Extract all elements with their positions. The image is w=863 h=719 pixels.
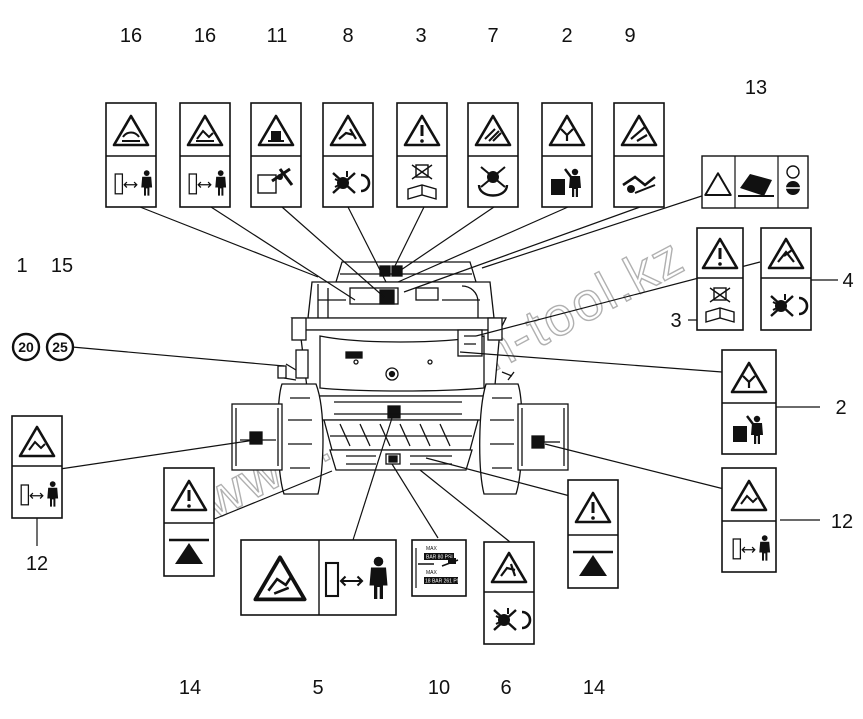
decal-5 — [240, 539, 397, 616]
warning-triangle-icon — [767, 237, 805, 270]
callout-14-left: 14 — [179, 677, 201, 699]
callout-8: 8 — [342, 25, 353, 47]
decal-14-right — [567, 479, 619, 589]
decal-6 — [483, 541, 535, 645]
warning-triangle-icon — [730, 479, 768, 512]
read-manual-icon — [705, 287, 735, 323]
callout-12-left: 12 — [26, 553, 48, 575]
service-point-icon — [783, 165, 803, 195]
callout-14-right: 14 — [583, 677, 605, 699]
callout-16a: 16 — [120, 25, 142, 47]
crush-hazard-icon — [257, 167, 294, 194]
decal10-line2: BAR 80 PSI — [426, 555, 453, 561]
warning-triangle-icon — [257, 114, 295, 147]
decal-7 — [467, 102, 519, 208]
warning-triangle-icon — [18, 425, 56, 458]
decal-12-right — [721, 467, 777, 573]
callout-13: 13 — [745, 77, 767, 99]
warning-triangle-icon — [730, 361, 768, 394]
machine-hazard-icon — [738, 174, 774, 197]
callout-2-right: 2 — [835, 397, 846, 419]
decal-3-right — [696, 227, 744, 331]
decal10-line4: 18 BAR 261 PSI — [425, 579, 461, 585]
warning-triangle-icon — [474, 114, 512, 147]
warning-triangle-icon — [490, 551, 528, 584]
decal-4 — [760, 227, 812, 331]
warning-triangle-icon — [186, 114, 224, 147]
circle-20-text: 20 — [18, 339, 34, 355]
callout-16b: 16 — [194, 25, 216, 47]
decal-2-right — [721, 349, 777, 455]
callout-9: 9 — [624, 25, 635, 47]
circle-label-20: 20 — [11, 332, 41, 362]
callout-10: 10 — [428, 677, 450, 699]
warning-triangle-icon — [253, 555, 307, 602]
callout-11: 11 — [267, 25, 288, 47]
decal-14-left — [163, 467, 215, 577]
callout-6: 6 — [500, 677, 511, 699]
decal-16-b — [179, 102, 231, 208]
circle-label-25: 25 — [45, 332, 75, 362]
machine-rear-view — [231, 261, 569, 495]
decal-10: MAX BAR 80 PSI MAX 18 BAR 261 PSI — [411, 539, 467, 597]
circle-25-text: 25 — [52, 339, 68, 355]
decal-2-top — [541, 102, 593, 208]
warning-triangle-icon — [548, 114, 586, 147]
person-crushing-icon — [733, 415, 763, 444]
callout-3-top: 3 — [415, 25, 426, 47]
callout-1: 1 — [16, 255, 27, 277]
warning-exclamation-icon — [403, 114, 441, 147]
decal10-line3: MAX — [426, 570, 438, 576]
callout-3-right: 3 — [670, 310, 681, 332]
decal10-line1: MAX — [426, 546, 438, 552]
decal-12-left — [11, 415, 63, 519]
callout-numbers: 16 16 11 8 3 7 2 9 13 1 15 4 3 2 12 12 1… — [16, 25, 853, 699]
decal-9 — [613, 102, 665, 208]
support-stand-icon — [169, 538, 209, 564]
warning-exclamation-icon — [574, 491, 612, 524]
entanglement-icon — [622, 175, 656, 194]
warning-triangle-icon — [112, 114, 150, 147]
read-manual-icon — [407, 164, 437, 200]
support-stand-icon — [573, 550, 613, 576]
person-crushing-icon — [551, 168, 581, 197]
decal-8 — [322, 102, 374, 208]
no-entry-icon — [477, 166, 509, 197]
decal-13 — [701, 155, 809, 209]
callout-4: 4 — [842, 270, 853, 292]
decal-3-top — [396, 102, 448, 208]
callout-12-right: 12 — [831, 511, 853, 533]
callout-2-top: 2 — [561, 25, 572, 47]
warning-triangle-icon — [329, 114, 367, 147]
callout-15: 15 — [51, 255, 73, 277]
warning-exclamation-icon — [701, 237, 739, 270]
callout-5: 5 — [312, 677, 323, 699]
decal-11 — [250, 102, 302, 208]
warning-exclamation-icon — [170, 479, 208, 512]
callout-7: 7 — [487, 25, 498, 47]
decal-16-a — [105, 102, 157, 208]
warning-triangle-icon — [620, 114, 658, 147]
